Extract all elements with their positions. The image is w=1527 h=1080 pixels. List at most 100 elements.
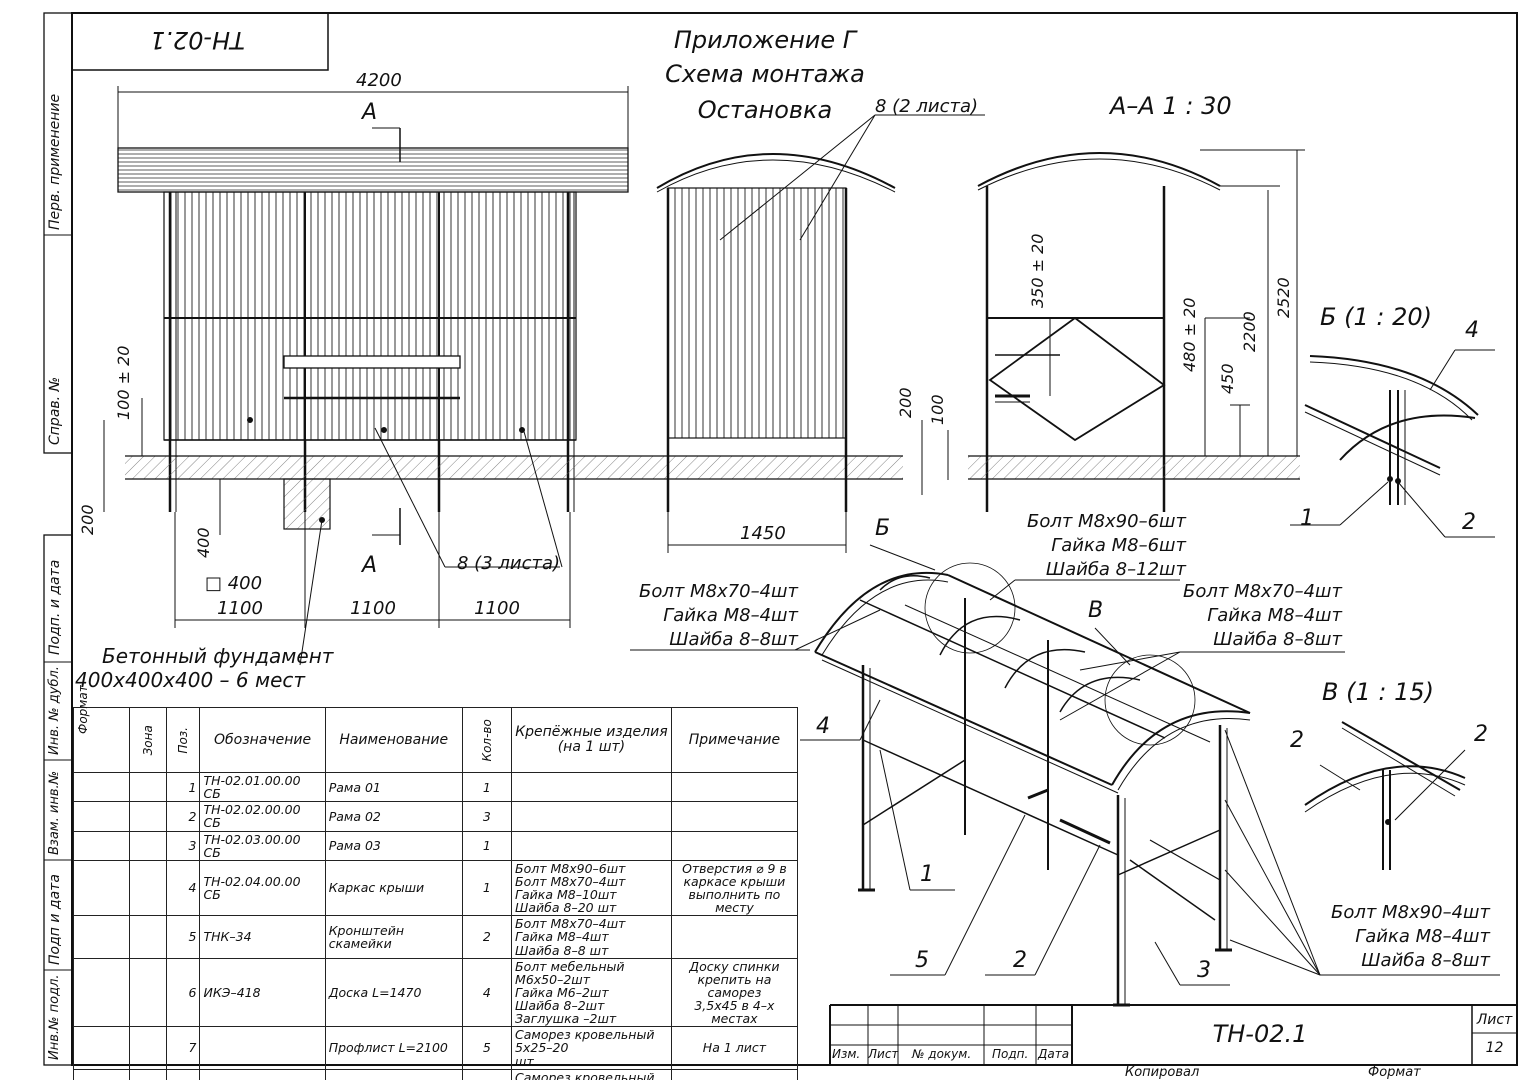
bom-zone-cell: [128, 915, 167, 959]
detail-b: [1290, 349, 1495, 538]
bom-pos-cell: 4: [165, 859, 201, 917]
fasteners-bottom-2: Гайка М8–4шт: [1355, 926, 1490, 947]
bom-pos-cell: 6: [165, 957, 201, 1028]
strip-label-sign-date-1: Подп. и дата: [47, 559, 63, 655]
dim-bottom: 200: [78, 504, 97, 535]
foundation-square: □ 400: [205, 573, 263, 594]
bom-name-cell: Кронштейн скамейки: [324, 915, 463, 959]
bom-designation-cell: ТН-02.03.00.00 СБ: [199, 830, 326, 861]
tb-sheet-label: Лист: [1476, 1012, 1513, 1028]
bom-name-cell: Профлист L=4200: [324, 1068, 463, 1080]
title-block-lines: [829, 1004, 1517, 1065]
bom-pos-cell: 5: [165, 915, 201, 959]
bom-header-note: Примечание: [670, 707, 799, 773]
tb-col-date: Дата: [1038, 1047, 1070, 1061]
bom-pos-cell: 7: [165, 1026, 201, 1070]
bom-format-cell: [73, 771, 130, 803]
bom-header-name: Наименование: [324, 707, 463, 773]
dim-200-section: 200: [896, 387, 915, 418]
bom-note-line: На 1 лист: [702, 1040, 767, 1056]
strip-label-first-use: Перв. применение: [47, 93, 63, 230]
bom-zone-cell: [128, 957, 167, 1028]
fasteners-top-1: Болт М8х90–6шт: [1026, 511, 1186, 532]
bom-fastener-line: Болт М8х70–4шт: [515, 916, 626, 932]
strip-label-replacement: Взам. инв.№: [47, 770, 62, 855]
tb-doc-code: ТН-02.1: [1212, 1020, 1308, 1048]
detail-v-callout-right: 2: [1474, 722, 1488, 747]
bom-pos-cell: 2: [165, 801, 201, 832]
span-2: 1100: [350, 598, 396, 619]
bom-zone-cell: [128, 859, 167, 917]
bom-fastener-line: Шайба 8–8 шт: [515, 942, 609, 958]
foundation-note-2: 400х400х400 – 6 мест: [75, 668, 306, 692]
bom-note-line: крепить на саморез: [697, 971, 772, 1000]
bom-name-cell: Доска L=1470: [324, 957, 463, 1028]
bom-fastener-line: Гайка М8–4шт: [515, 929, 609, 945]
tb-col-sheet: Лист: [868, 1047, 899, 1061]
fasteners-right-3: Шайба 8–8шт: [1213, 629, 1342, 650]
sheets-label-side: 8 (2 листа): [875, 96, 979, 117]
bom-zone-cell: [128, 1026, 167, 1070]
bom-format-cell: [73, 830, 130, 861]
fasteners-bottom-3: Шайба 8–8шт: [1361, 950, 1490, 971]
bom-header-zone: Зона: [140, 724, 155, 756]
iso-label-v: В: [1088, 598, 1104, 623]
dim-foundation-depth: 400: [194, 527, 213, 558]
side-view: [656, 114, 985, 553]
bom-note-line: каркасе крыши: [683, 873, 786, 889]
detail-v-callout-left: 2: [1290, 728, 1304, 753]
bom-fastener-line: Гайка М8–10шт: [515, 887, 617, 902]
bom-note-line: выполнить по месту: [688, 887, 781, 916]
bom-qty-cell: 3: [461, 801, 513, 832]
bom-fastener-line: Болт М8х70–4шт: [515, 873, 626, 889]
bom-note-cell: На 1 лист: [670, 1068, 799, 1080]
sheets-label-front: 8 (3 листа): [457, 553, 561, 574]
bom-designation-cell: ТНК–34: [199, 915, 326, 959]
tb-col-sign: Подп.: [992, 1047, 1029, 1061]
tb-format: Формат: [1368, 1065, 1421, 1080]
bom-pos-cell: 3: [165, 830, 201, 861]
dim-bench-offset: 100 ± 20: [114, 345, 133, 420]
detail-b-callout-2: 2: [1462, 510, 1476, 535]
bom-format-cell: [73, 915, 130, 959]
iso-callout-4: 4: [816, 714, 830, 739]
title-line-3: Остановка: [697, 96, 833, 124]
bom-pos-cell: 1: [165, 771, 201, 803]
section-title: А–А 1 : 30: [1110, 92, 1232, 120]
front-view: [103, 86, 903, 666]
bom-header-format: Формат: [76, 684, 90, 734]
tb-col-docnum: № докум.: [912, 1047, 972, 1061]
bom-pos-cell: 8: [165, 1068, 201, 1080]
iso-callout-5: 5: [915, 948, 929, 973]
detail-v: [1304, 721, 1466, 870]
title-line-1: Приложение Г: [673, 26, 857, 54]
bom-name-cell: Рама 02: [324, 801, 463, 832]
bom-name-cell: Профлист L=2100: [324, 1026, 463, 1070]
dim-2200: 2200: [1240, 311, 1259, 352]
detail-b-callout-1: 1: [1300, 506, 1314, 531]
stamp-code: ТН-02.1: [150, 26, 245, 54]
bom-qty-cell: 4: [461, 957, 513, 1028]
dim-100-section: 100: [928, 394, 947, 425]
bom-note-cell: [670, 771, 799, 803]
strip-label-reference: Справ. №: [47, 376, 63, 445]
bom-qty-cell: 2: [461, 915, 513, 959]
fasteners-left-1: Болт М8х70–4шт: [638, 581, 798, 602]
bom-fastener-line: Саморез кровельный 5х25–20: [515, 1027, 655, 1056]
bom-fasteners-cell: [511, 830, 672, 861]
fasteners-bottom-1: Болт М8х90–4шт: [1330, 902, 1490, 923]
detail-b-title: Б (1 : 20): [1320, 303, 1432, 331]
bom-zone-cell: [128, 771, 167, 803]
bom-row: 8Профлист L=42002Саморез кровельный 5х25…: [73, 1068, 799, 1080]
bom-note-line: Доску спинки: [689, 958, 780, 974]
bom-header-designation: Обозначение: [199, 707, 326, 773]
fasteners-top-3: Шайба 8–12шт: [1045, 559, 1186, 580]
